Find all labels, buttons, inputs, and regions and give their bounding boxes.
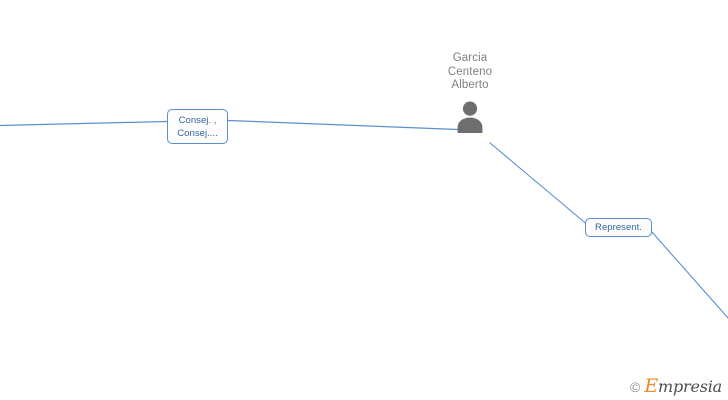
edge-consej-to-person (227, 119, 459, 131)
empresia-logo-initial: E (644, 375, 658, 397)
edge-left-to-consej (0, 120, 168, 127)
relation-label-consej-line1: Consej. , (178, 115, 217, 126)
empresia-watermark: © Empresia (630, 377, 722, 396)
copyright-icon: © (630, 378, 641, 395)
relation-label-consej-line2: Consej.... (177, 128, 218, 139)
relation-label-consej[interactable]: Consej. , Consej.... (167, 109, 228, 144)
relation-label-represent[interactable]: Represent. (585, 218, 652, 237)
person-node-garcia-centeno-alberto[interactable]: Garcia Centeno Alberto (432, 52, 508, 133)
edge-person-to-represent (489, 142, 587, 225)
person-name-label: Garcia Centeno Alberto (447, 52, 493, 91)
edge-represent-to-right (651, 231, 728, 319)
empresia-logo-rest: mpresia (658, 377, 722, 396)
relation-label-represent-text: Represent. (595, 222, 642, 233)
person-silhouette-icon[interactable] (453, 99, 487, 133)
empresia-logo-text: Empresia (644, 377, 722, 396)
